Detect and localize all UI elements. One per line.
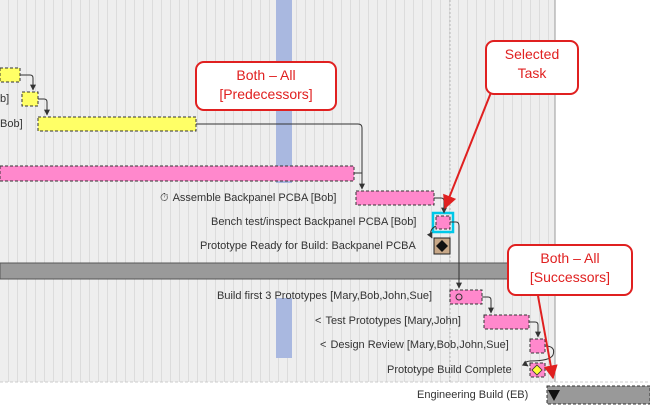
stopwatch-icon: ⏱ <box>160 192 169 204</box>
selected-callout: Selected Task <box>485 40 579 95</box>
bottom-row <box>0 382 650 409</box>
task-label-ready: Prototype Ready for Build: Backpanel PCB… <box>200 240 416 252</box>
today-band-bottom <box>276 298 292 358</box>
task-label-assemble: ⏱Assemble Backpanel PCBA [Bob] <box>160 192 337 204</box>
share-icon: < <box>315 315 322 327</box>
eng-build-milestone[interactable] <box>548 390 560 401</box>
task-label-partial-1: b] <box>0 93 10 105</box>
task-bar-pink-long[interactable] <box>0 165 355 182</box>
task-bar-bench[interactable] <box>435 215 451 230</box>
eng-build-bar[interactable] <box>546 385 650 405</box>
task-bar-assemble[interactable] <box>355 190 435 206</box>
task-label-partial-2: Bob] <box>0 118 23 130</box>
task-label-bench: Bench test/inspect Backpanel PCBA [Bob] <box>211 216 417 228</box>
task-bar-yellow-2[interactable] <box>21 91 39 107</box>
task-label-eng: Engineering Build (EB) <box>417 389 529 401</box>
task-label-review: <Design Review [Mary,Bob,John,Sue] <box>320 339 509 351</box>
task-bar-yellow-3[interactable] <box>37 116 197 132</box>
share-icon: < <box>320 339 327 351</box>
successors-callout-arrow <box>537 295 558 380</box>
task-bar-build3[interactable] <box>449 289 483 305</box>
successors-callout: Both – All [Successors] <box>507 244 633 296</box>
selected-callout-arrow <box>443 89 493 210</box>
dependency-lines <box>20 74 555 367</box>
task-label-test: <Test Prototypes [Mary,John] <box>315 315 461 327</box>
task-label-build3: Build first 3 Prototypes [Mary,Bob,John,… <box>217 290 433 302</box>
task-label-complete: Prototype Build Complete <box>387 364 512 376</box>
task-bar-review[interactable] <box>529 338 546 354</box>
task-bar-yellow-1[interactable] <box>0 67 21 83</box>
predecessors-callout: Both – All [Predecessors] <box>195 61 337 111</box>
summary-bar[interactable] <box>0 262 556 280</box>
task-bar-test[interactable] <box>483 314 530 330</box>
